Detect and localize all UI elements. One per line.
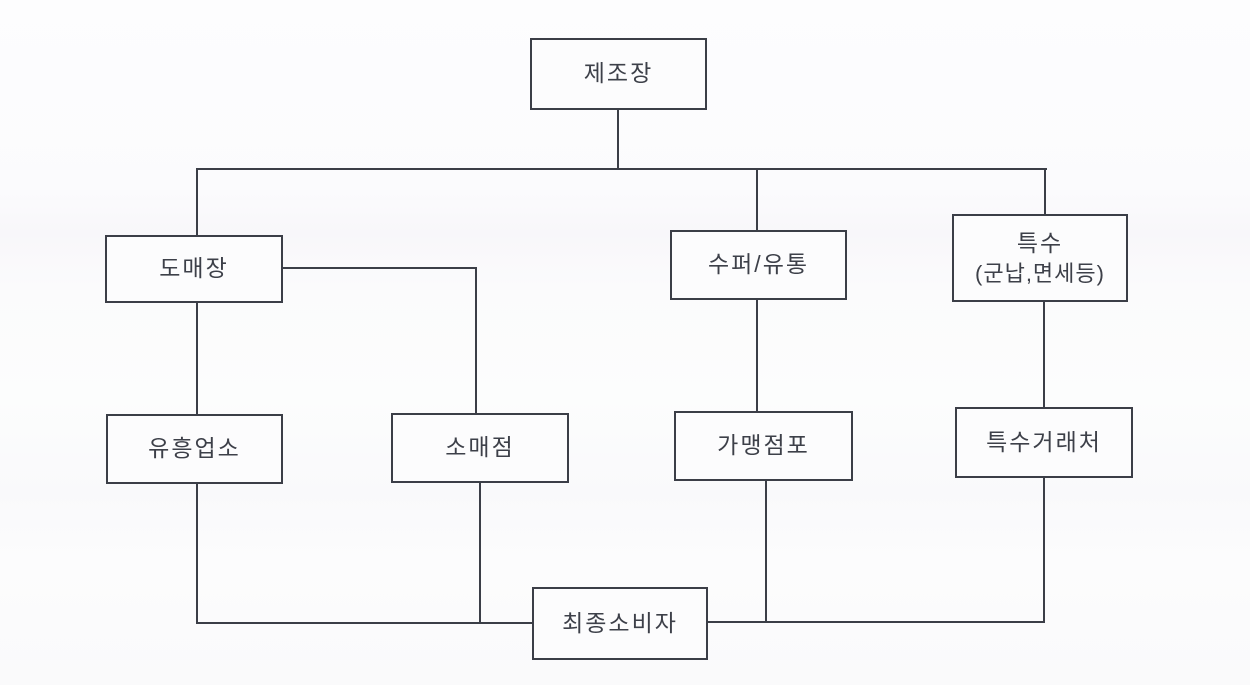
node-special-accounts-label: 특수거래처 — [986, 428, 1102, 455]
node-retail-label: 소매점 — [445, 434, 515, 461]
node-manufacturer: 제조장 — [530, 38, 707, 110]
node-super-distribution: 수퍼/유통 — [670, 230, 847, 300]
edge-drop-to-super — [756, 168, 758, 230]
edge-bottom-right-horizontal — [708, 621, 1045, 623]
node-wholesaler: 도매장 — [105, 235, 283, 303]
node-entertainment: 유흥업소 — [106, 414, 283, 484]
edge-drop-to-special — [1044, 168, 1046, 214]
edge-drop-to-wholesaler — [196, 168, 198, 235]
node-final-consumer: 최종소비자 — [532, 587, 708, 660]
node-retail: 소매점 — [391, 413, 569, 483]
node-final-consumer-label: 최종소비자 — [562, 609, 678, 636]
node-wholesaler-label: 도매장 — [159, 255, 229, 282]
node-manufacturer-label: 제조장 — [583, 60, 654, 87]
edge-wholesaler-right — [283, 267, 477, 269]
edge-wholesaler-entertainment — [196, 303, 198, 414]
edge-bottom-left-horizontal — [196, 622, 533, 624]
node-franchise: 가맹점포 — [674, 411, 853, 481]
node-special-accounts: 특수거래처 — [955, 407, 1133, 478]
edge-main-horizontal — [196, 168, 1047, 170]
node-special-title: 특수 — [1016, 229, 1064, 256]
edge-special-accounts — [1043, 302, 1045, 407]
edge-drop-to-retail — [475, 267, 477, 413]
edge-retail-down — [479, 483, 481, 624]
node-special-subtitle: (군납,면세등) — [975, 260, 1105, 286]
edge-franchise-down — [765, 481, 767, 622]
node-entertainment-label: 유흥업소 — [148, 435, 241, 462]
node-special: 특수 (군납,면세등) — [952, 214, 1128, 302]
edge-entertainment-down — [196, 484, 198, 624]
node-franchise-label: 가맹점포 — [717, 432, 810, 459]
edge-super-franchise — [756, 300, 758, 411]
node-super-distribution-label: 수퍼/유통 — [707, 251, 810, 278]
edge-manufacturer-down — [617, 110, 619, 170]
edge-special-accounts-down — [1043, 478, 1045, 623]
